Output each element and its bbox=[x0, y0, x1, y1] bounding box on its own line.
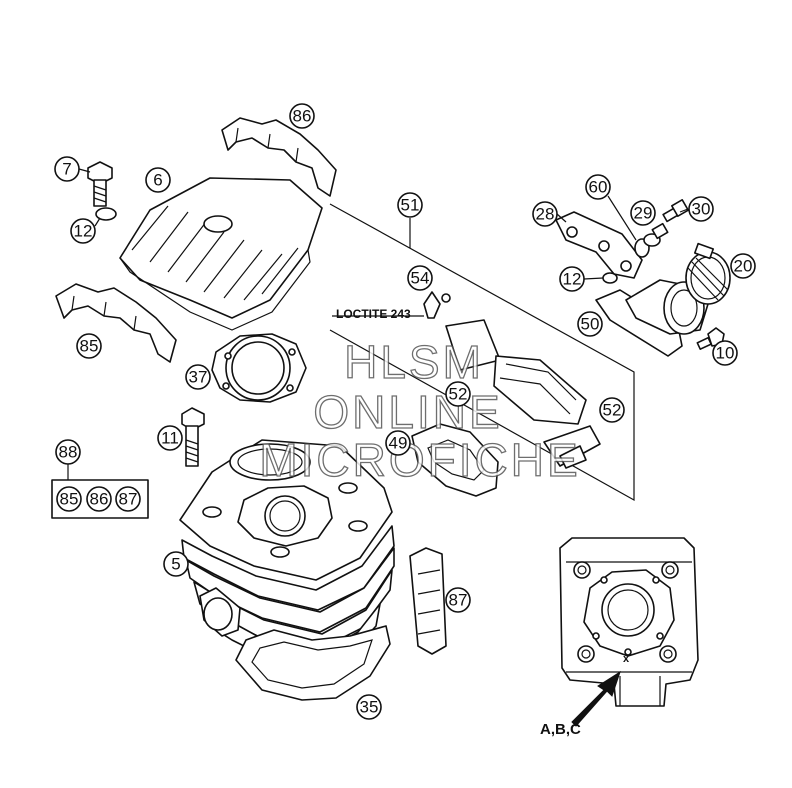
callout-87: 87 bbox=[445, 587, 471, 613]
bolt-7 bbox=[87, 161, 113, 207]
svg-text:12: 12 bbox=[563, 270, 582, 289]
screw-54 bbox=[423, 291, 451, 319]
svg-text:50: 50 bbox=[581, 315, 600, 334]
callout-86b: 86 bbox=[86, 486, 112, 512]
callout-49: 49 bbox=[385, 430, 411, 456]
callout-52b: 52 bbox=[599, 397, 625, 423]
svg-text:30: 30 bbox=[692, 200, 711, 219]
svg-text:87: 87 bbox=[119, 490, 138, 509]
reed-block bbox=[445, 319, 601, 469]
callout-7: 7 bbox=[54, 156, 80, 182]
svg-text:10: 10 bbox=[716, 344, 735, 363]
washer-12b bbox=[602, 272, 618, 284]
svg-text:86: 86 bbox=[90, 490, 109, 509]
gasket-49 bbox=[411, 423, 499, 497]
loctite-label: LOCTITE 243 bbox=[336, 307, 411, 321]
callout-50: 50 bbox=[577, 311, 603, 337]
svg-text:49: 49 bbox=[389, 434, 408, 453]
bolt-11 bbox=[181, 407, 205, 467]
callout-54: 54 bbox=[407, 265, 433, 291]
svg-text:60: 60 bbox=[589, 178, 608, 197]
svg-text:87: 87 bbox=[449, 591, 468, 610]
callout-60: 60 bbox=[585, 174, 611, 200]
plate-28 bbox=[555, 211, 643, 279]
watermark-line2: ONLINE bbox=[313, 386, 502, 438]
cylinder-bottom-view bbox=[559, 537, 699, 707]
callout-51: 51 bbox=[397, 192, 423, 218]
washer-12 bbox=[95, 207, 117, 221]
svg-text:86: 86 bbox=[293, 107, 312, 126]
svg-text:11: 11 bbox=[161, 429, 179, 448]
callout-85a: 85 bbox=[76, 333, 102, 359]
callout-86: 86 bbox=[289, 103, 315, 129]
callout-88: 88 bbox=[55, 439, 81, 465]
callout-85b: 85 bbox=[56, 486, 82, 512]
svg-text:54: 54 bbox=[411, 269, 430, 288]
callout-29: 29 bbox=[630, 200, 656, 226]
bolt-29 bbox=[643, 222, 669, 247]
svg-text:7: 7 bbox=[62, 160, 71, 179]
pointer-arrow bbox=[571, 670, 621, 727]
svg-text:12: 12 bbox=[74, 222, 93, 241]
callout-12b: 12 bbox=[559, 266, 585, 292]
svg-text:51: 51 bbox=[401, 196, 420, 215]
bracket-85 bbox=[55, 283, 177, 363]
bolt-30 bbox=[662, 199, 689, 223]
svg-text:29: 29 bbox=[634, 204, 653, 223]
callout-28: 28 bbox=[532, 201, 558, 227]
svg-text:52: 52 bbox=[603, 401, 622, 420]
assembly-frame-51 bbox=[329, 203, 635, 502]
svg-text:6: 6 bbox=[153, 171, 162, 190]
svg-text:20: 20 bbox=[734, 257, 753, 276]
watermark-line1: HLSM bbox=[344, 336, 484, 388]
callout-52a: 52 bbox=[445, 381, 471, 407]
abc-label: A,B,C bbox=[540, 721, 581, 738]
svg-text:85: 85 bbox=[60, 490, 79, 509]
bracket-86 bbox=[221, 117, 337, 197]
gasket-35 bbox=[235, 625, 391, 701]
callout-20: 20 bbox=[730, 253, 756, 279]
svg-text:5: 5 bbox=[171, 555, 180, 574]
svg-text:35: 35 bbox=[360, 698, 379, 717]
clamp-20 bbox=[685, 242, 731, 305]
callout-87b: 87 bbox=[115, 486, 141, 512]
callout-37: 37 bbox=[185, 364, 211, 390]
callout-5: 5 bbox=[163, 551, 189, 577]
callout-10: 10 bbox=[712, 340, 738, 366]
svg-text:28: 28 bbox=[536, 205, 555, 224]
insert-87 bbox=[409, 547, 447, 655]
gasket-37 bbox=[211, 333, 307, 403]
cylinder-5 bbox=[179, 439, 395, 667]
callout-35: 35 bbox=[356, 694, 382, 720]
watermark-line3: MICROFICHE bbox=[259, 434, 580, 486]
callout-6: 6 bbox=[145, 167, 171, 193]
svg-text:37: 37 bbox=[189, 368, 208, 387]
x-mark: x bbox=[623, 653, 630, 665]
callout-30: 30 bbox=[688, 196, 714, 222]
manifold-50 bbox=[595, 279, 709, 357]
callout-11: 11 bbox=[157, 425, 183, 451]
callout-12a: 12 bbox=[70, 218, 96, 244]
svg-text:88: 88 bbox=[59, 443, 78, 462]
svg-text:85: 85 bbox=[80, 337, 99, 356]
leader-lines bbox=[78, 168, 689, 280]
cylinder-head-6 bbox=[119, 177, 323, 331]
svg-text:52: 52 bbox=[449, 385, 468, 404]
